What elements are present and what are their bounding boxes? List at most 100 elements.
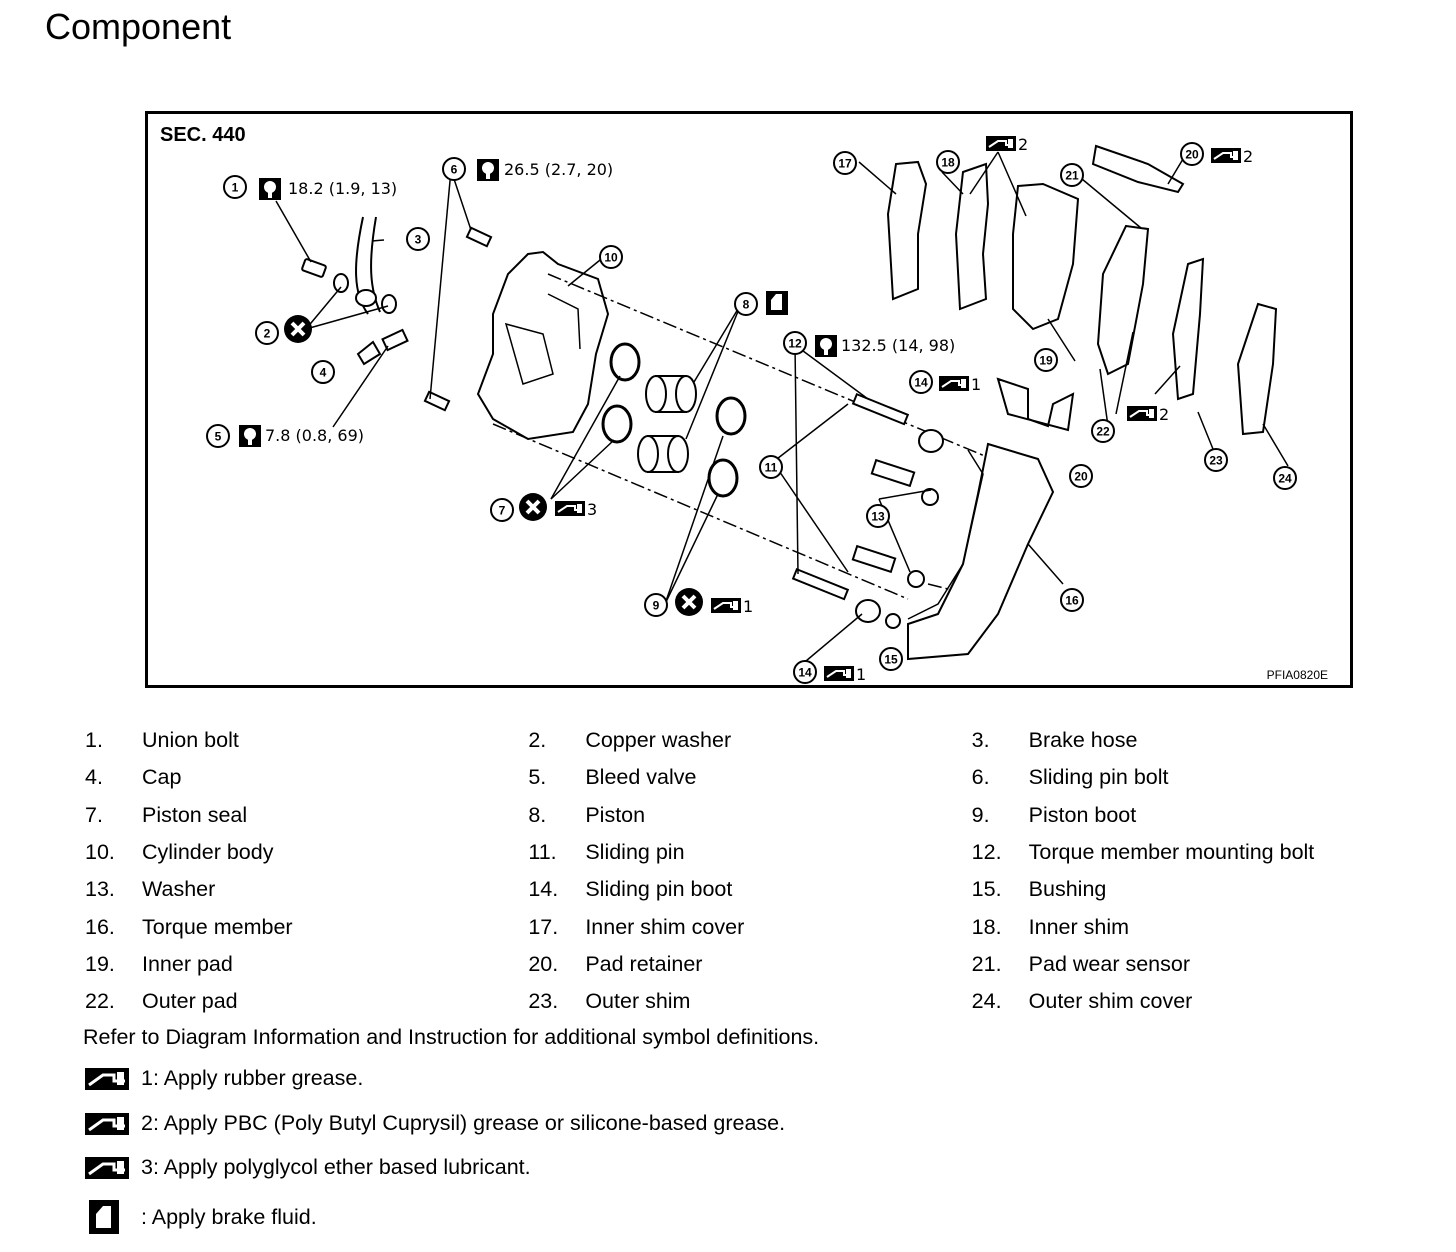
callout-10: 10 <box>599 245 623 269</box>
part-number: 12. <box>971 840 1002 865</box>
refer-note: Refer to Diagram Information and Instruc… <box>83 1025 820 1049</box>
part-item: 15.Bushing <box>972 877 1415 902</box>
do-not-reuse-icon <box>282 313 314 345</box>
torque-spec-6: 26.5 (2.7, 20) <box>504 160 613 179</box>
callout-23: 23 <box>1204 448 1228 472</box>
grease-icon <box>710 597 742 614</box>
outer-pad <box>1096 224 1150 376</box>
part-name: Cylinder body <box>142 840 274 865</box>
piston-upper <box>645 375 697 413</box>
part-name: Outer shim cover <box>1028 989 1193 1014</box>
part-item: 24.Outer shim cover <box>972 989 1415 1014</box>
piston-lower <box>637 435 689 473</box>
callout-18: 18 <box>936 150 960 174</box>
inner-shim <box>954 162 990 311</box>
legend-text: 1: Apply rubber grease. <box>141 1066 364 1090</box>
grease-grade: 2 <box>1159 405 1169 424</box>
part-number: 13. <box>85 877 115 902</box>
part-item: 18.Inner shim <box>972 915 1415 940</box>
part-number: 8. <box>528 802 547 827</box>
exploded-view: 18.2 (1.9, 13) 26.5 (2.7, 20) 7.8 (0.8, … <box>206 135 1297 684</box>
part-name: Cap <box>142 765 182 790</box>
cylinder-body <box>476 250 610 441</box>
part-item: 2.Copper washer <box>528 728 971 753</box>
part-number: 9. <box>971 802 990 827</box>
part-name: Sliding pin <box>585 840 685 865</box>
part-name: Inner pad <box>142 951 233 976</box>
part-number: 11. <box>528 840 557 865</box>
part-item: 1. Union bolt <box>85 728 528 753</box>
grease-grade: 1 <box>971 375 981 394</box>
part-number: 5. <box>528 765 547 790</box>
callout-12: 12 <box>783 331 807 355</box>
part-name: Brake hose <box>1028 728 1138 753</box>
part-name: Outer pad <box>142 989 238 1014</box>
legend-item: 2: Apply PBC (Poly Butyl Cuprysil) greas… <box>85 1111 985 1136</box>
callout-number: 4 <box>320 366 327 380</box>
callout-3: 3 <box>406 227 430 251</box>
part-number: 21. <box>971 951 1002 976</box>
part-item: 13.Washer <box>85 877 528 902</box>
callout-number: 8 <box>743 298 750 312</box>
part-item: 14.Sliding pin boot <box>528 877 971 902</box>
callout-7: 7 <box>490 498 514 522</box>
callout-19: 19 <box>1034 348 1058 372</box>
part-item: 16.Torque member <box>85 915 528 940</box>
part-number: 20. <box>528 951 559 976</box>
grease-icon <box>1210 147 1242 164</box>
part-item: 22.Outer pad <box>85 989 528 1014</box>
callout-number: 21 <box>1065 169 1079 183</box>
callout-8: 8 <box>734 292 758 316</box>
figure-code: PFIA0820E <box>1266 668 1328 682</box>
grease-icon <box>985 135 1017 152</box>
part-number: 4. <box>85 765 103 790</box>
callout-number: 24 <box>1278 472 1292 486</box>
callout-2: 2 <box>255 321 279 345</box>
torque-wrench-icon <box>259 178 281 200</box>
pad-retainer-lower <box>996 377 1075 432</box>
legend-text: 2: Apply PBC (Poly Butyl Cuprysil) greas… <box>141 1111 786 1135</box>
part-number: 23. <box>528 989 559 1014</box>
callout-number: 13 <box>871 510 885 524</box>
part-item: 7.Piston seal <box>85 803 528 828</box>
grease-icon <box>85 1112 129 1135</box>
callout-16: 16 <box>1060 588 1084 612</box>
grease-icon <box>85 1067 129 1090</box>
part-number: 1. <box>85 728 103 753</box>
torque-spec-5: 7.8 (0.8, 69) <box>265 426 364 445</box>
callout-6: 6 <box>442 157 466 181</box>
part-name: Outer shim <box>585 989 691 1014</box>
page-title: Component <box>45 6 232 47</box>
callout-number: 11 <box>765 461 778 475</box>
part-item: 20.Pad retainer <box>528 952 971 977</box>
callout-number: 23 <box>1209 454 1223 468</box>
part-name: Union bolt <box>142 728 239 753</box>
callout-number: 3 <box>415 233 422 247</box>
torque-spec-1: 18.2 (1.9, 13) <box>288 179 397 198</box>
part-item: 5.Bleed valve <box>528 765 971 790</box>
sliding-pin-bolt-lower <box>423 390 451 412</box>
torque-member-bolt-lower <box>851 544 925 588</box>
part-item: 19.Inner pad <box>85 952 528 977</box>
callout-5: 5 <box>206 424 230 448</box>
callout-number: 6 <box>451 163 458 177</box>
callout-number: 7 <box>499 504 506 518</box>
part-number: 17. <box>528 914 559 939</box>
part-number: 7. <box>85 802 103 827</box>
outer-shim-cover <box>1236 302 1278 436</box>
grease-grade: 1 <box>743 597 753 616</box>
legend-item: : Apply brake fluid. <box>85 1200 985 1234</box>
legend-item: 3: Apply polyglycol ether based lubrican… <box>85 1155 985 1180</box>
bleed-valve <box>356 328 409 366</box>
part-item: 21.Pad wear sensor <box>972 952 1415 977</box>
callout-number: 16 <box>1065 594 1079 608</box>
part-number: 2. <box>528 728 547 753</box>
part-name: Inner shim cover <box>585 914 745 939</box>
grease-icon <box>85 1156 129 1179</box>
callout-number: 2 <box>264 327 271 341</box>
grease-icon <box>938 375 970 392</box>
